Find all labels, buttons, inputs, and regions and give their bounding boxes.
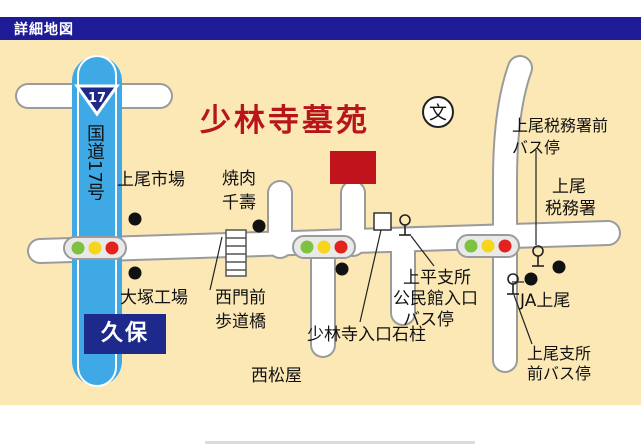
school-symbol: 文 [429,103,447,124]
dot-ageo-market [128,212,142,226]
bus-stop-icon-tax-office [532,245,544,267]
dot-nishimatsuya [335,262,349,276]
dot-otsuka-factory [128,266,142,280]
label-ja-ageo: JA上尾 [520,291,571,311]
road-right-vertical [494,57,531,371]
label-nishimon-1: 西門前 [215,288,266,308]
label-ageo-branch-1: 上尾支所 [527,344,592,363]
bus-stop-icon-ageo-branch [507,273,519,295]
leader-lines [209,150,537,345]
header-title: 詳細地図 [14,22,74,38]
label-nishimon-2: 歩道橋 [215,312,266,332]
label-ageo-market: 上尾市場 [117,170,185,190]
divider-line [205,441,475,444]
traffic-light-icon-1 [63,236,127,260]
route17-label: 国道17号 [84,124,105,201]
route17-number: 17 [88,91,106,106]
label-tax-office-bus-2: バス停 [512,138,561,157]
label-nishimatsuya: 西松屋 [251,366,302,386]
traffic-light-icon-3 [456,234,520,258]
school-icon [422,96,454,128]
dot-tax-office [552,260,566,274]
label-ageo-branch-2: 前バス停 [527,364,592,383]
label-tax-office-2: 税務署 [545,199,596,219]
route17-shield-icon [74,84,120,117]
dot-yakiniku [252,219,266,233]
stone-pillar-marker [373,212,392,231]
label-kamihira-2: 公民館入口 [393,289,478,309]
bus-stop-icon-kamihira [399,214,411,236]
header-bar: 詳細地図 [0,17,641,40]
label-kamihira-1: 上平支所 [403,268,471,288]
label-yakiniku-2: 千壽 [222,193,256,213]
label-otsuka-factory: 大塚工場 [120,288,188,308]
temple-marker [330,151,376,184]
map-title: 少林寺墓苑 [200,103,370,139]
label-tax-office-bus-1: 上尾税務署前 [512,116,609,135]
label-tax-office-1: 上尾 [552,177,586,197]
pedestrian-bridge-icon [225,229,247,277]
route17-road [72,56,122,386]
label-kamihira-3: バス停 [403,310,454,330]
label-yakiniku-1: 焼肉 [222,169,256,189]
traffic-light-icon-2 [292,235,356,259]
route17-inner-line [77,55,117,387]
label-shorinji-stone: 少林寺入口石柱 [307,325,426,345]
area-label-kubo: 久保 [84,314,166,354]
dot-ja-ageo [524,272,538,286]
